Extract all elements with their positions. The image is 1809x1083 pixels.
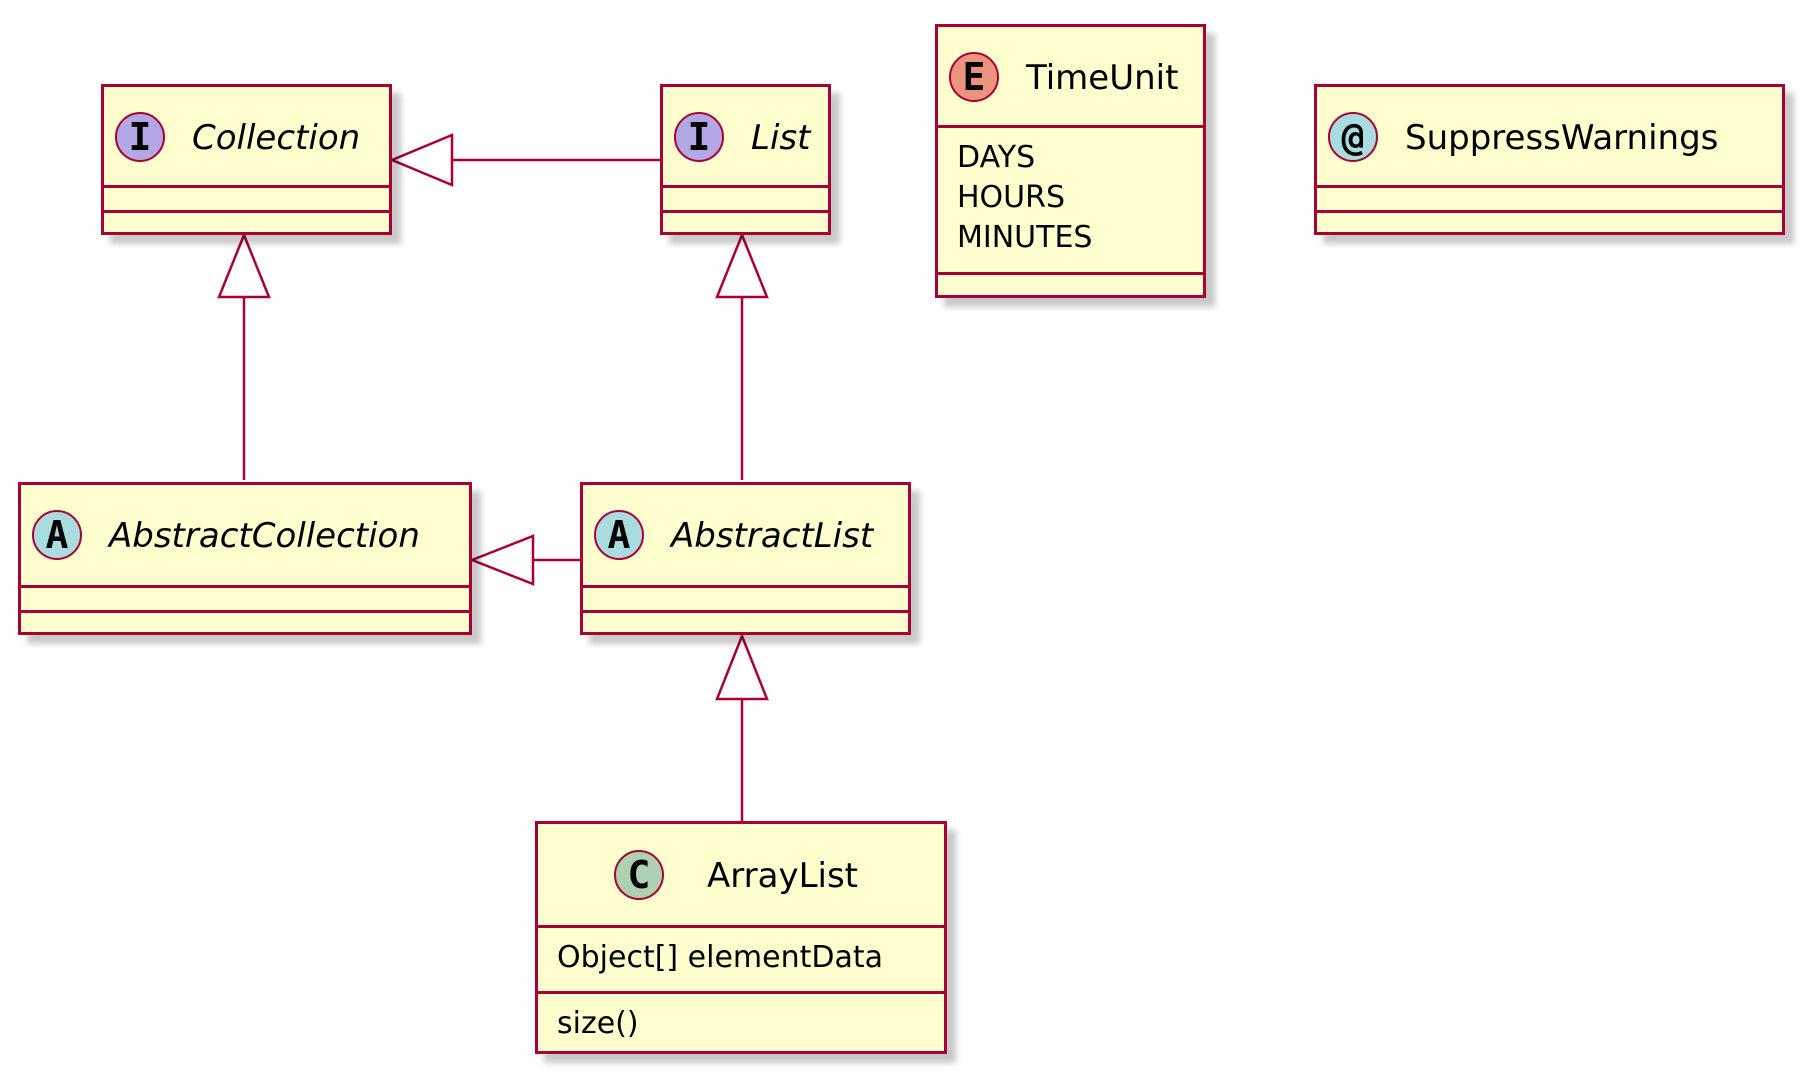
divider <box>938 272 1203 275</box>
divider <box>938 125 1203 128</box>
enum-value: MINUTES <box>957 220 1093 255</box>
divider <box>583 610 908 613</box>
abstract-stereotype-icon: A <box>594 510 644 560</box>
class-name: TimeUnit <box>1026 58 1179 98</box>
annotation-suppresswarnings[interactable]: @ SuppressWarnings <box>1314 84 1785 235</box>
class-name: Collection <box>192 118 361 158</box>
class-collection[interactable]: I Collection <box>101 84 392 235</box>
divider <box>663 210 828 213</box>
class-stereotype-icon: C <box>614 850 664 900</box>
enum-value: DAYS <box>957 140 1036 175</box>
divider <box>538 991 944 994</box>
class-name: ArrayList <box>707 856 859 896</box>
divider <box>663 185 828 188</box>
relation-list-to-collection <box>388 133 660 187</box>
relation-abstractlist-to-list <box>715 231 769 480</box>
divider <box>21 585 469 588</box>
divider <box>1317 210 1782 213</box>
interface-stereotype-icon: I <box>674 112 724 162</box>
divider <box>1317 185 1782 188</box>
class-list[interactable]: I List <box>660 84 831 235</box>
divider <box>538 925 944 928</box>
field: Object[] elementData <box>557 940 883 975</box>
enum-stereotype-icon: E <box>949 52 999 102</box>
annotation-stereotype-icon: @ <box>1328 112 1378 162</box>
divider <box>104 185 389 188</box>
class-name: List <box>751 118 811 158</box>
relation-abstractlist-to-abstractcollection <box>468 534 580 586</box>
class-name: AbstractCollection <box>109 516 420 556</box>
class-name: AbstractList <box>671 516 874 556</box>
abstract-class-abstractlist[interactable]: A AbstractList <box>580 482 911 635</box>
class-name: SuppressWarnings <box>1405 118 1719 158</box>
interface-stereotype-icon: I <box>115 112 165 162</box>
relation-arraylist-to-abstractlist <box>715 632 769 823</box>
enum-timeunit[interactable]: E TimeUnit DAYS HOURS MINUTES <box>935 24 1206 298</box>
enum-value: HOURS <box>957 180 1066 215</box>
abstract-class-abstractcollection[interactable]: A AbstractCollection <box>18 482 472 635</box>
divider <box>104 210 389 213</box>
divider <box>21 610 469 613</box>
divider <box>583 585 908 588</box>
class-arraylist[interactable]: C ArrayList Object[] elementData size() <box>535 821 947 1054</box>
relation-abstractcollection-to-collection <box>217 231 271 480</box>
abstract-stereotype-icon: A <box>32 510 82 560</box>
method: size() <box>557 1006 639 1041</box>
